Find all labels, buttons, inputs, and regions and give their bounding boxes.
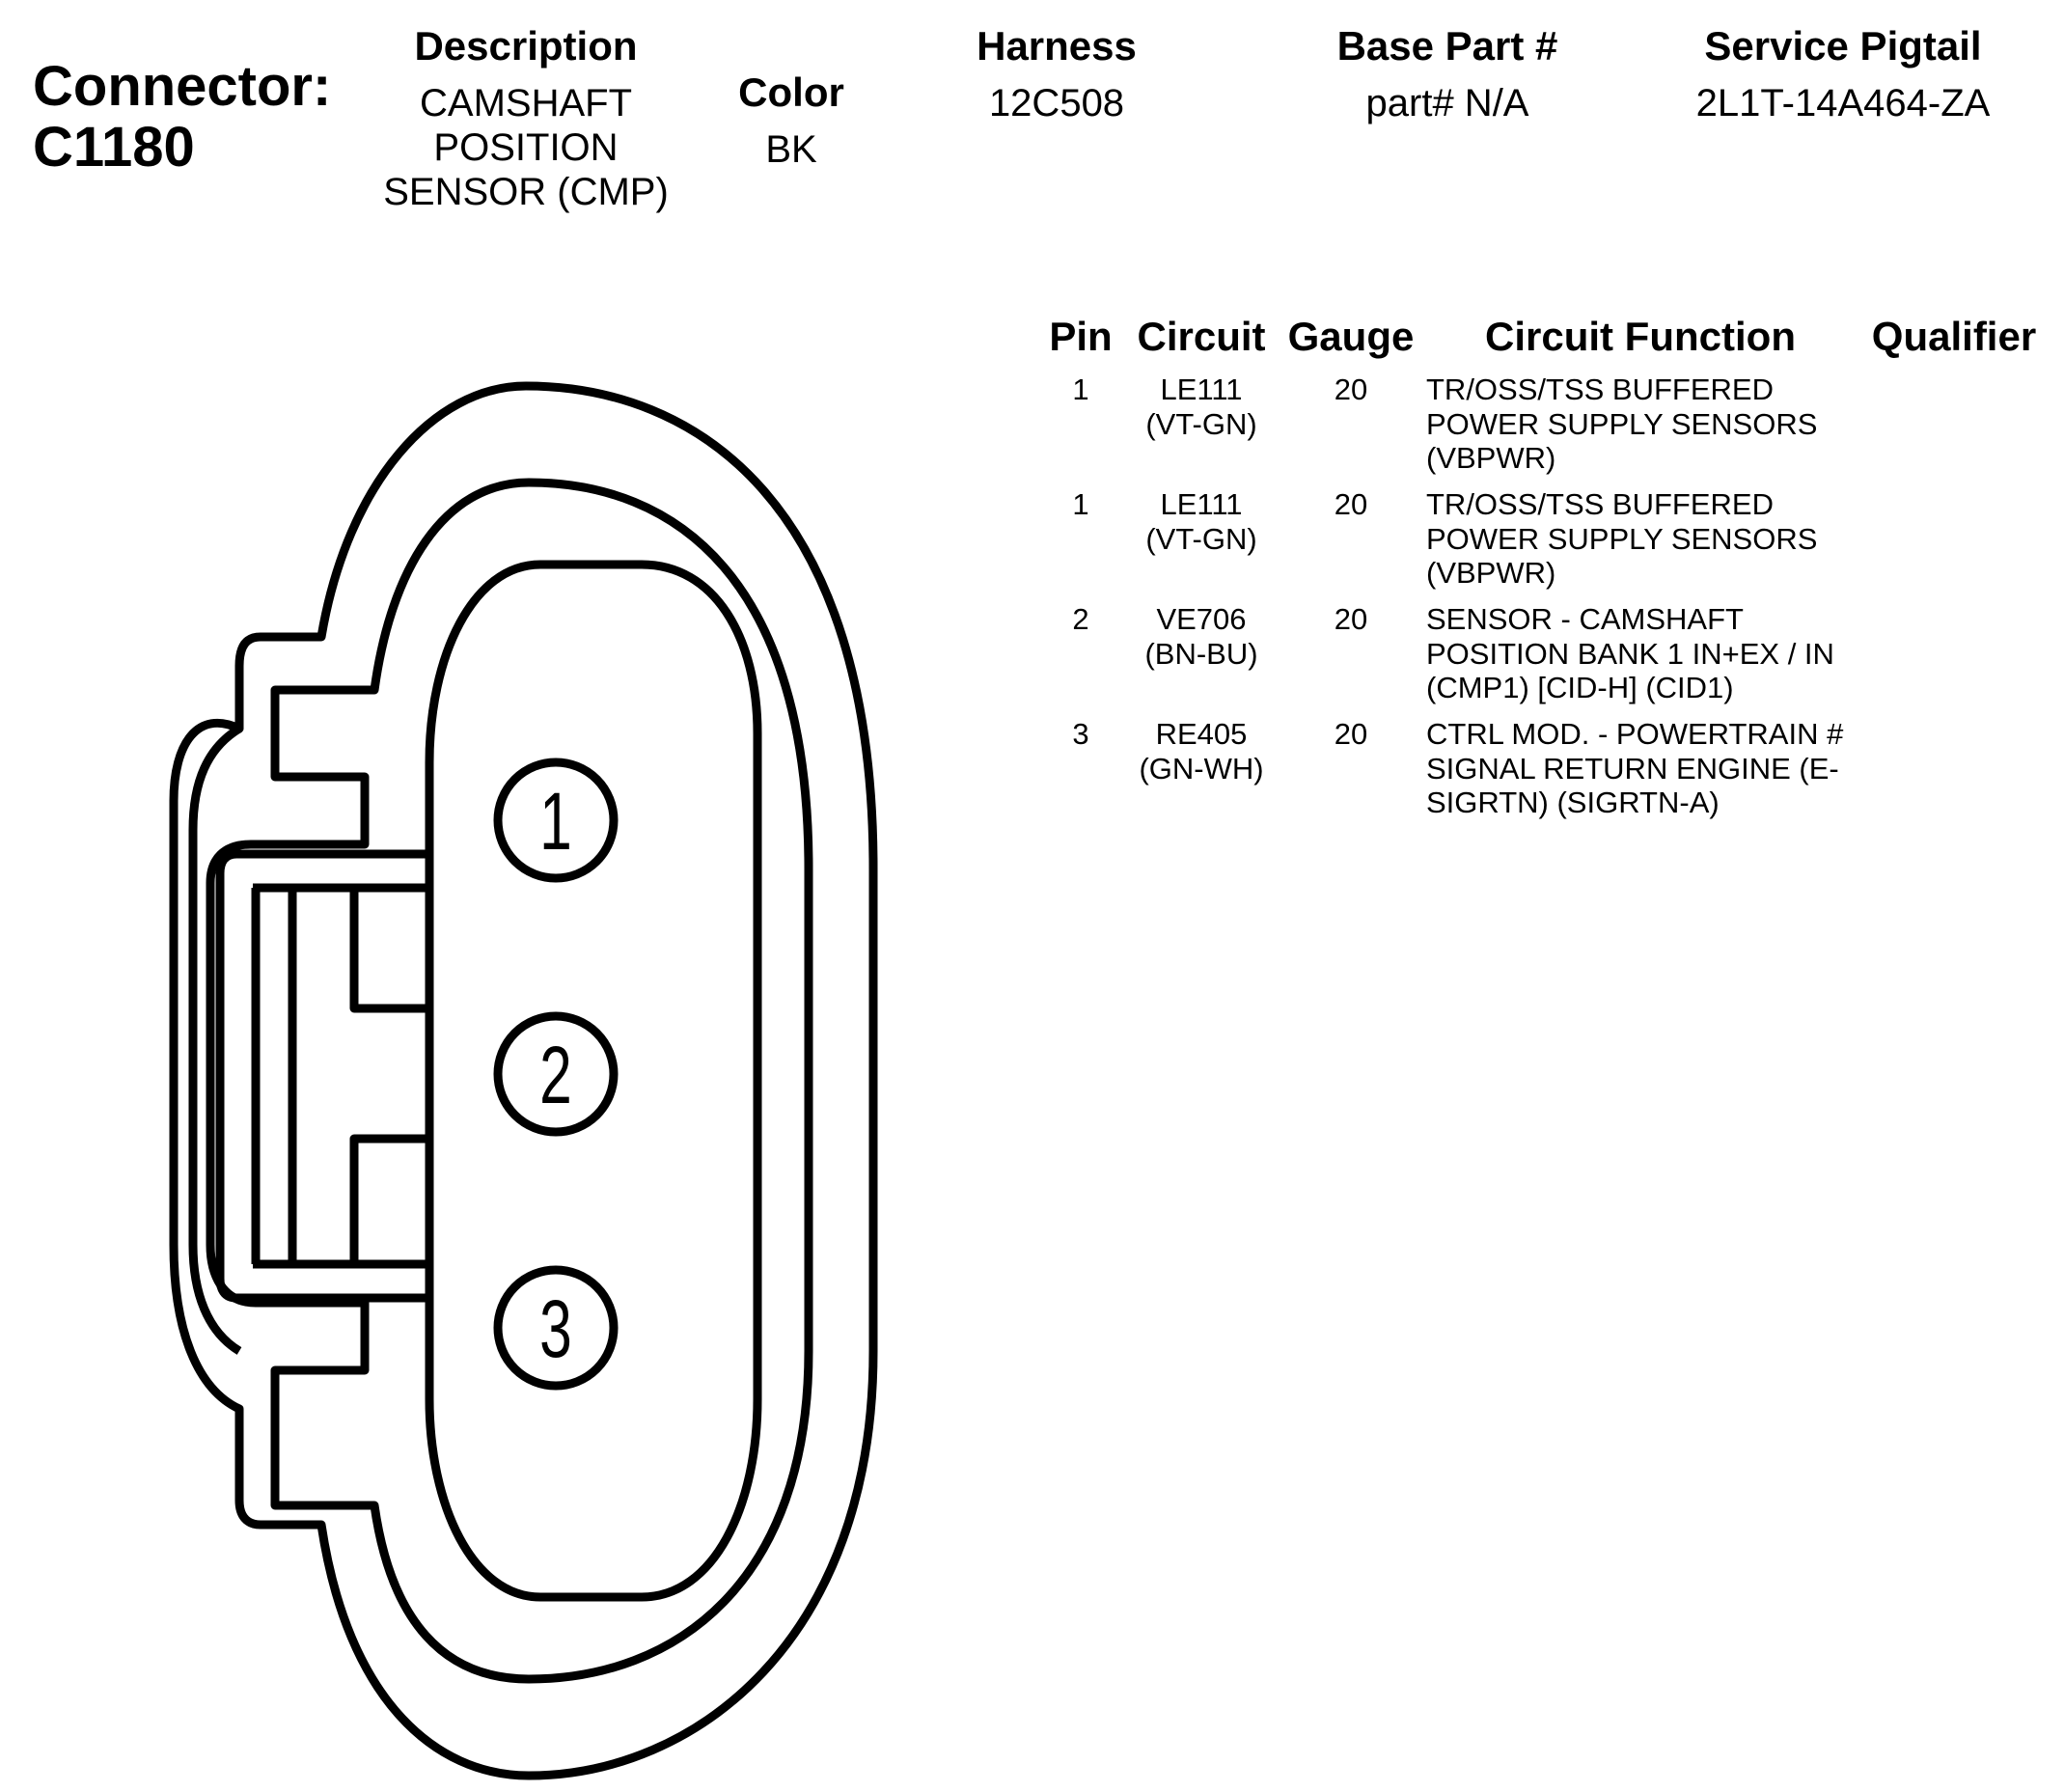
row-circuit-id: VE706: [1156, 602, 1247, 636]
description-label: Description: [414, 23, 638, 69]
base-part-column: Base Part # part# N/A: [1312, 23, 1582, 125]
connector-left-contour: [188, 725, 242, 1355]
table-row: 2 VE706 (BN-BU) 20 SENSOR - CAMSHAFT POS…: [0, 602, 2064, 716]
pin-label-1: 1: [539, 776, 572, 867]
base-part-value: part# N/A: [1365, 82, 1529, 124]
row-circuit: VE706 (BN-BU): [1115, 602, 1288, 671]
row-wire-color: (BN-BU): [1144, 636, 1258, 671]
connector-heading: Connector: C1180: [33, 56, 331, 178]
row-gauge: 20: [1334, 602, 1368, 636]
connector-id: C1180: [33, 116, 195, 179]
col-header-gauge: Gauge: [1287, 314, 1415, 359]
service-pigtail-value: 2L1T-14A464-ZA: [1695, 82, 1991, 124]
row-circuit-id: LE111: [1160, 487, 1243, 521]
service-pigtail-column: Service Pigtail 2L1T-14A464-ZA: [1660, 23, 2026, 125]
color-label: Color: [738, 69, 844, 115]
row-pin: 1: [1072, 372, 1089, 406]
row-wire-color: (VT-GN): [1145, 521, 1257, 556]
row-function: CTRL MOD. - POWERTRAIN # SIGNAL RETURN E…: [1426, 717, 1844, 819]
pin-cavity-2: [493, 1011, 619, 1137]
row-function: TR/OSS/TSS BUFFERED POWER SUPPLY SENSORS…: [1426, 487, 1818, 590]
row-pin: 2: [1072, 602, 1089, 636]
row-wire-color: (VT-GN): [1145, 406, 1257, 441]
description-value: CAMSHAFT POSITION SENSOR (CMP): [383, 82, 669, 213]
base-part-label: Base Part #: [1336, 23, 1558, 69]
col-header-pin: Pin: [1049, 314, 1113, 359]
pin-label-2: 2: [539, 1030, 572, 1120]
harness-value: 12C508: [988, 82, 1125, 124]
table-row: 1 LE111 (VT-GN) 20 TR/OSS/TSS BUFFERED P…: [0, 487, 2064, 601]
row-circuit: LE111 (VT-GN): [1115, 372, 1288, 441]
description-column: Description CAMSHAFT POSITION SENSOR (CM…: [347, 23, 704, 214]
color-column: Color BK: [714, 69, 868, 172]
connector-outer-shell: [169, 381, 878, 1780]
row-circuit-id: RE405: [1155, 717, 1248, 751]
row-wire-color: (GN-WH): [1139, 751, 1264, 786]
table-row: 3 RE405 (GN-WH) 20 CTRL MOD. - POWERTRAI…: [0, 717, 2064, 831]
connector-latch-outline: [215, 849, 429, 1303]
connector-label: Connector:: [33, 55, 332, 118]
row-circuit: RE405 (GN-WH): [1115, 717, 1288, 786]
row-pin: 1: [1072, 487, 1089, 521]
row-gauge: 20: [1334, 717, 1368, 751]
row-circuit: LE111 (VT-GN): [1115, 487, 1288, 556]
row-function: TR/OSS/TSS BUFFERED POWER SUPPLY SENSORS…: [1426, 372, 1818, 475]
col-header-qualifier: Qualifier: [1871, 314, 2037, 359]
connector-middle-shell: [206, 478, 813, 1684]
harness-column: Harness 12C508: [946, 23, 1168, 125]
pin-cavity-1: [493, 758, 619, 883]
row-circuit-id: LE111: [1160, 372, 1243, 406]
harness-label: Harness: [977, 23, 1137, 69]
connector-inner-cavity: [425, 560, 762, 1602]
color-value: BK: [765, 128, 817, 171]
pin-label-3: 3: [539, 1283, 572, 1374]
col-header-function: Circuit Function: [1485, 314, 1796, 359]
row-function: SENSOR - CAMSHAFT POSITION BANK 1 IN+EX …: [1426, 602, 1834, 704]
pin-cavity-3: [493, 1265, 619, 1391]
col-header-circuit: Circuit: [1137, 314, 1266, 359]
service-pigtail-label: Service Pigtail: [1704, 23, 1982, 69]
row-gauge: 20: [1334, 372, 1368, 406]
row-pin: 3: [1072, 717, 1089, 751]
table-row: 1 LE111 (VT-GN) 20 TR/OSS/TSS BUFFERED P…: [0, 372, 2064, 486]
latch-tab: [349, 888, 429, 1264]
row-gauge: 20: [1334, 487, 1368, 521]
